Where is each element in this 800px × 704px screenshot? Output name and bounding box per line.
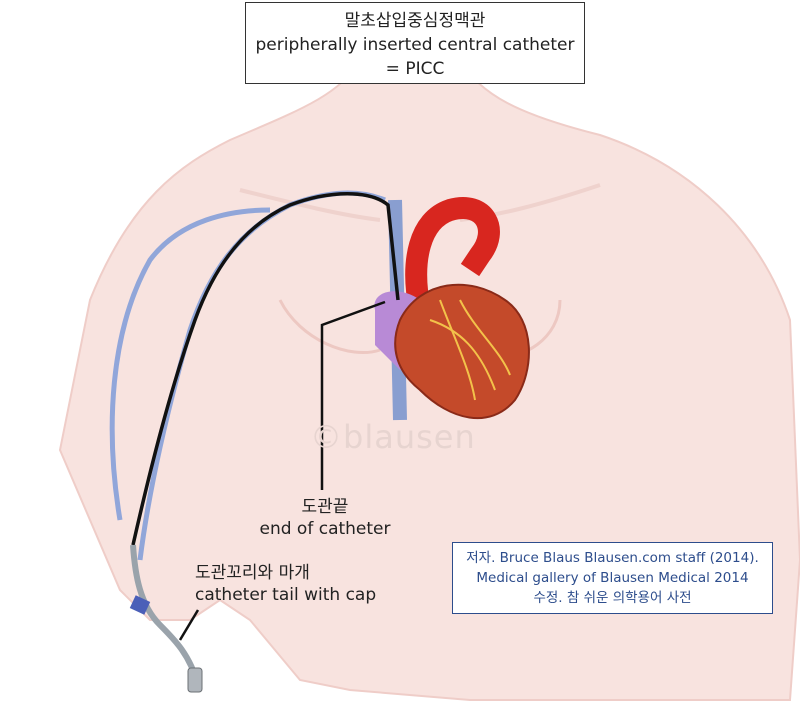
watermark: ©blausen (310, 418, 476, 456)
tip-pointer-line (320, 300, 386, 490)
catheter-tail-korean: 도관꼬리와 마개 (195, 563, 310, 583)
tail-cap (187, 667, 203, 693)
title-box: 말초삽입중심정맥관 peripherally inserted central … (245, 2, 585, 84)
tail-pointer-line (178, 609, 200, 641)
catheter-tip-label: 도관끝 end of catheter (235, 496, 415, 540)
credit-line-3: 수정. 참 쉬운 의학용어 사전 (533, 590, 692, 606)
catheter-tail-english: catheter tail with cap (195, 585, 377, 605)
catheter-tip-korean: 도관끝 (301, 497, 349, 517)
credit-line-1: 저자. Bruce Blaus Blausen.com staff (2014)… (466, 550, 759, 566)
aorta (405, 197, 500, 313)
credit-line-2: Medical gallery of Blausen Medical 2014 (476, 570, 749, 586)
title-korean: 말초삽입중심정맥관 (344, 11, 486, 31)
credit-box: 저자. Bruce Blaus Blausen.com staff (2014)… (452, 542, 773, 614)
picc-catheter (131, 192, 400, 546)
catheter-tail-label: 도관꼬리와 마개 catheter tail with cap (195, 562, 395, 606)
tail-clamp (129, 595, 151, 615)
title-english: peripherally inserted central catheter (255, 35, 575, 55)
title-abbrev: = PICC (385, 59, 445, 79)
catheter-tail (130, 544, 201, 686)
heart (374, 283, 530, 420)
catheter-tip-english: end of catheter (259, 519, 391, 539)
